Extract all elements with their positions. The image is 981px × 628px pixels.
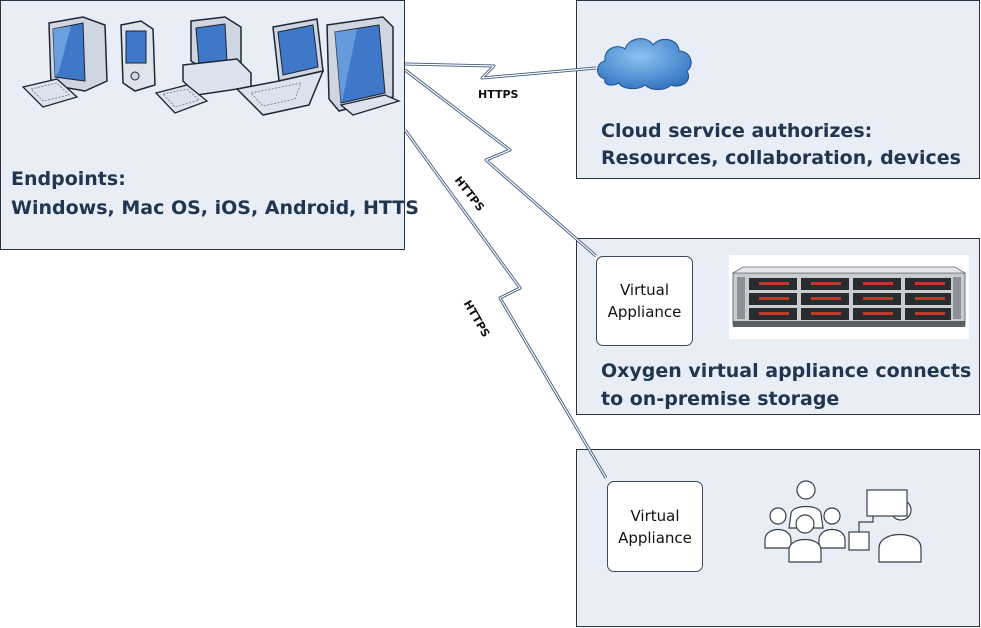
https-link-users xyxy=(403,129,608,479)
cloud-caption-line1: Cloud service authorizes: xyxy=(601,120,873,142)
endpoints-platforms: Windows, Mac OS, iOS, Android, HTTS xyxy=(11,197,419,219)
virtual-appliance-label: Appliance xyxy=(607,303,682,321)
laptop-icon xyxy=(235,18,325,116)
cloud-caption-line2: Resources, collaboration, devices xyxy=(601,147,961,169)
virtual-appliance-box: Virtual Appliance xyxy=(596,256,693,346)
monitor-icon xyxy=(326,16,401,116)
desktop-computer-icon xyxy=(21,16,108,108)
storage-array-icon xyxy=(729,255,969,339)
virtual-appliance-label: Virtual xyxy=(630,506,680,525)
virtual-appliance-label: Appliance xyxy=(618,528,692,547)
storage-panel: Virtual Appliance Oxygen virtual applian… xyxy=(576,238,980,415)
storage-caption-line1: Oxygen virtual appliance connects xyxy=(601,360,972,382)
cloud-service-panel: Cloud service authorizes: Resources, col… xyxy=(576,0,980,179)
https-link-cloud xyxy=(404,62,597,80)
pda-icon xyxy=(120,20,156,92)
storage-caption-line2: to on-premise storage xyxy=(601,388,840,410)
endpoint-devices xyxy=(21,16,401,116)
https-link-storage xyxy=(404,68,597,258)
https-label: HTTPS xyxy=(478,88,519,101)
users-panel: Virtual Appliance xyxy=(576,449,980,627)
endpoints-title: Endpoints: xyxy=(11,168,126,190)
user-group-icon xyxy=(764,480,922,563)
endpoints-panel: Endpoints: Windows, Mac OS, iOS, Android… xyxy=(0,0,419,250)
virtual-appliance-label: Virtual xyxy=(619,281,669,299)
virtual-appliance-box: Virtual Appliance xyxy=(607,481,703,572)
cloud-icon xyxy=(597,38,692,90)
